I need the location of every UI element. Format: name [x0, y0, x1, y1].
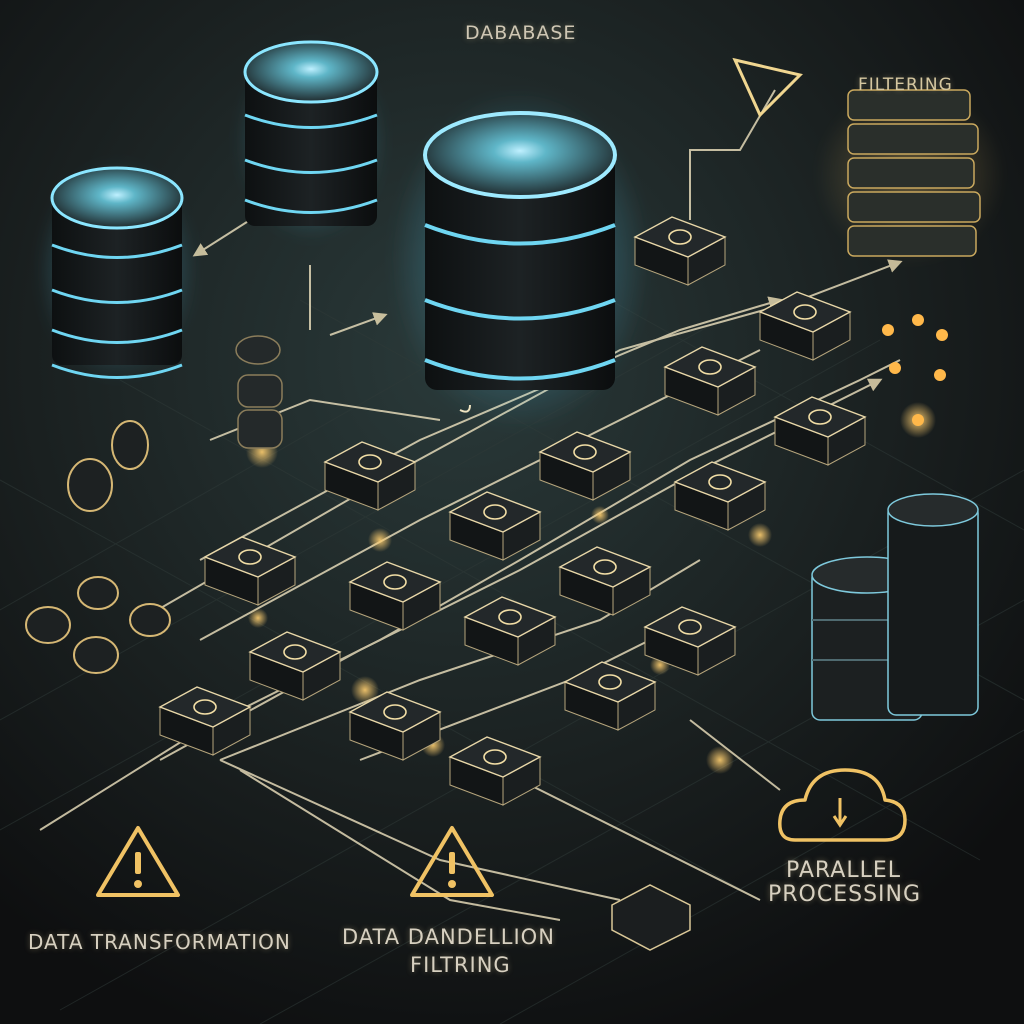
processing-node [348, 561, 442, 631]
label-filtring: FILTRING [410, 953, 511, 977]
processing-node [633, 216, 727, 286]
node-glyph-icon [698, 359, 722, 375]
processing-nodes [158, 216, 867, 806]
processing-node [558, 546, 652, 616]
processing-node [663, 346, 757, 416]
processing-node [248, 631, 342, 701]
processing-node [538, 431, 632, 501]
processing-node [673, 461, 767, 531]
node-glyph-icon [808, 409, 832, 425]
label-data-dandelion: DATA DANDELLION [342, 925, 555, 949]
server-stack-icon [811, 493, 979, 721]
node-glyph-icon [573, 444, 597, 460]
processing-node [758, 291, 852, 361]
node-glyph-icon [283, 644, 307, 660]
processing-node [773, 396, 867, 466]
database-cylinder-icon [390, 90, 650, 430]
label-processing: PROCESSING [768, 882, 922, 907]
server-stack-icon [815, 85, 1005, 265]
warning-triangle-icon [410, 826, 494, 897]
node-glyph-icon [483, 749, 507, 765]
database-cylinder-icon [236, 40, 386, 240]
hourglass-icon [235, 335, 283, 449]
processing-node [203, 536, 297, 606]
warning-triangle-icon [96, 826, 180, 897]
funnel-icon [732, 57, 803, 118]
processing-node [158, 686, 252, 756]
processing-node [448, 736, 542, 806]
node-glyph-icon [678, 619, 702, 635]
node-glyph-icon [668, 229, 692, 245]
label-parallel: PARALLEL [786, 858, 902, 883]
cloud-download-icon [778, 768, 907, 842]
node-glyph-icon [793, 304, 817, 320]
node-glyph-icon [193, 699, 217, 715]
processing-node [448, 491, 542, 561]
node-glyph-icon [708, 474, 732, 490]
node-glyph-icon [593, 559, 617, 575]
label-filtering-top: FILTERING [858, 75, 953, 95]
processing-node [563, 661, 657, 731]
processing-node [463, 596, 557, 666]
node-glyph-icon [383, 704, 407, 720]
node-glyph-icon [483, 504, 507, 520]
label-data-transformation: DATA TRANSFORMATION [28, 930, 291, 954]
node-glyph-icon [498, 609, 522, 625]
label-database: DABABASE [465, 22, 577, 44]
node-glyph-icon [238, 549, 262, 565]
processing-node [323, 441, 417, 511]
output-node [611, 884, 691, 951]
circle-nodes-left [25, 420, 171, 674]
processing-node [643, 606, 737, 676]
node-glyph-icon [598, 674, 622, 690]
node-glyph-icon [383, 574, 407, 590]
node-glyph-icon [358, 454, 382, 470]
processing-node [348, 691, 442, 761]
database-cylinder-icon [37, 160, 197, 380]
circle-cluster-right [882, 314, 948, 426]
